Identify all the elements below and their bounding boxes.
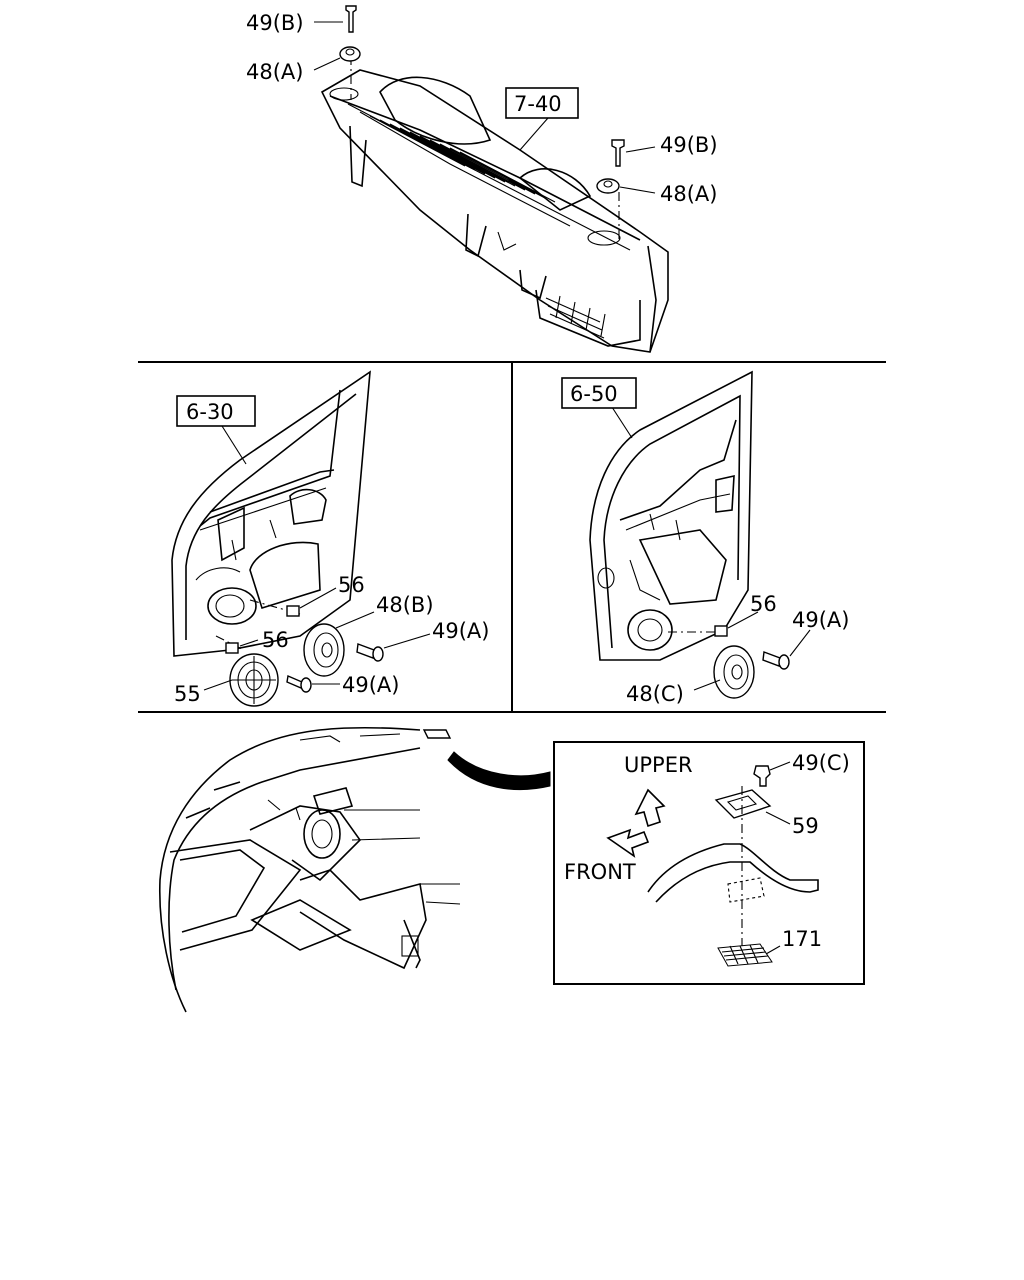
section-ref-front-door: 6-30 <box>186 400 234 424</box>
callout-front-door-cover: 55 <box>174 682 201 706</box>
callout-front-door-screw-2: 49(A) <box>342 673 399 697</box>
orientation-arrows <box>606 788 666 858</box>
front-door-screw-49a-icon <box>356 643 384 662</box>
detail-pad-171-icon <box>717 943 773 967</box>
detail-upper-label: UPPER <box>624 753 693 777</box>
callout-front-door-screw: 49(A) <box>432 619 489 643</box>
rear-door-speaker-48c-icon <box>713 645 755 699</box>
callout-detail-pad: 171 <box>782 927 822 951</box>
callout-detail-bracket: 59 <box>792 814 819 838</box>
callout-top-clip-right: 48(A) <box>660 182 717 206</box>
front-door-drawing <box>171 370 431 707</box>
callout-front-door-speaker: 48(B) <box>376 593 434 617</box>
section-ref-top: 7-40 <box>514 92 562 116</box>
section-ref-box-top <box>505 87 579 119</box>
callout-detail-screw: 49(C) <box>792 751 850 775</box>
callout-rear-door-speaker: 48(C) <box>626 682 684 706</box>
callout-front-door-grommet: 56 <box>338 573 365 597</box>
callout-front-door-grommet-2: 56 <box>262 628 289 652</box>
front-arrow-icon <box>606 828 650 858</box>
section-ref-box-front-door <box>176 395 256 427</box>
callout-top-bolt-right: 49(B) <box>660 133 718 157</box>
detail-parts-drawing <box>647 761 819 967</box>
instrument-panel-drawing <box>313 5 669 353</box>
callout-rear-door-grommet: 56 <box>750 592 777 616</box>
callout-top-clip-left: 48(A) <box>246 60 303 84</box>
front-door-screw-49a-2-icon <box>286 675 312 693</box>
upper-arrow-icon <box>634 788 666 828</box>
detail-inset-frame <box>553 741 865 985</box>
rear-door-grommet-56-icon <box>714 625 728 637</box>
clip-48a-left-icon <box>339 46 361 62</box>
bolt-49b-right-icon <box>611 139 625 167</box>
interior-overview-drawing <box>158 726 551 1013</box>
callout-top-bolt-left: 49(B) <box>246 11 304 35</box>
rear-door-drawing <box>589 370 811 699</box>
front-door-speaker-48b-icon <box>303 623 345 677</box>
bolt-49b-left-icon <box>345 5 357 33</box>
detail-bracket-59-icon <box>714 789 772 819</box>
detail-pointer-arrow <box>447 751 551 791</box>
front-door-grommet-56b-icon <box>225 642 239 654</box>
detail-screw-49c-icon <box>753 765 771 787</box>
rear-door-screw-49a-icon <box>762 651 790 670</box>
detail-front-label: FRONT <box>564 860 636 884</box>
section-ref-rear-door: 6-50 <box>570 382 618 406</box>
section-ref-box-rear-door <box>561 377 637 409</box>
clip-48a-right-icon <box>596 178 620 194</box>
front-door-cover-55-icon <box>229 653 279 707</box>
front-door-grommet-56-icon <box>286 605 300 617</box>
callout-rear-door-screw: 49(A) <box>792 608 849 632</box>
section-dividers <box>138 361 886 713</box>
